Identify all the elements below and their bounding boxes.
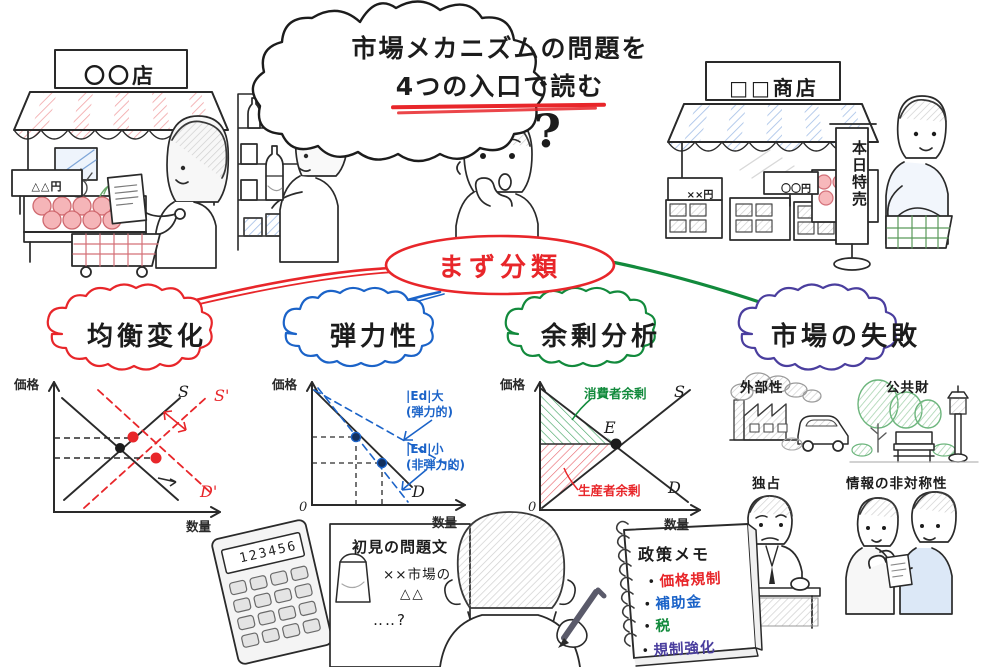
cloud-outline-market-failure (737, 283, 897, 371)
producer-surplus-label: 生産者余剰 (578, 483, 641, 498)
elastic-curve (313, 389, 461, 473)
problem-note-line-1: ××市場の (383, 567, 452, 583)
market-failure-label-info-asymmetry: 情報の非対称性 (846, 476, 948, 492)
market-failure-label-externality: 外部性 (740, 380, 784, 396)
right-shop-illustration (665, 61, 953, 271)
policy-memo-item-0: ・価格規制 (643, 570, 722, 592)
graph3-supply-label: S (674, 382, 685, 401)
left-shop-illustration (11, 49, 230, 278)
consumer-surplus-label: 消費者余剰 (584, 386, 647, 401)
title-line-2: 4つの入口で読む (395, 72, 605, 101)
cloud-outline-surplus (504, 286, 656, 368)
category-label-3: 市場の失敗 (770, 321, 921, 352)
student-back-illustration (439, 511, 607, 667)
factory-car-icon (729, 372, 849, 452)
equilibrium-point-E (610, 438, 622, 450)
graph2-annot-elastic-sub: (弾力的) (406, 405, 453, 420)
elasticity-graph-svg (306, 381, 466, 511)
category-label-2: 余剰分析 (540, 321, 661, 352)
graph3-origin-label: 0 (528, 500, 537, 515)
right-shop-banner: 本日特売 (850, 140, 868, 208)
right-shop-price-tag-1: ××円 (686, 190, 714, 201)
graph2-demand-label: D (412, 482, 425, 501)
policy-memo-item-2: ・税 (639, 618, 672, 636)
policy-memo-item-1: ・補助金 (639, 594, 703, 614)
park-bench-icon (849, 379, 979, 463)
left-shop-sign: 〇〇店 (84, 64, 156, 88)
problem-note-line-2: △△ (400, 586, 425, 602)
graph2-annotation-elastic: |Ed|大 (弾力的) (406, 388, 453, 420)
elasticity-point-1 (350, 431, 362, 443)
policy-memo-title: 政策メモ (638, 545, 711, 564)
policy-memo-illustration (615, 520, 763, 667)
problem-note-title: 初見の問題文 (352, 538, 449, 556)
problem-sheet-illustration (329, 523, 471, 667)
title-cloud: 市場メカニズムの問題を 4つの入口で読む (305, 4, 695, 139)
inelastic-curve (317, 387, 409, 503)
graph2-origin-label: 0 (299, 500, 308, 515)
graph2-annot-inelastic-main: |Ed|小 (406, 442, 444, 456)
graph1-y-axis-label: 価格 (14, 377, 40, 392)
center-node-label: まず分類 (437, 252, 562, 283)
category-market-failure[interactable]: 市場の失敗 (737, 303, 955, 365)
supply-shift-curve (83, 395, 209, 509)
graph2-annot-elastic-main: |Ed|大 (406, 389, 444, 403)
graph2-annotation-inelastic: |Ed|小 (非弾力的) (406, 441, 465, 473)
category-label-1: 弾力性 (329, 321, 420, 352)
category-label-0: 均衡変化 (86, 321, 207, 352)
graph1-demand-shift-label: D' (200, 482, 218, 501)
graph2-x-axis-label: 数量 (432, 515, 458, 530)
two-people-icon (845, 490, 957, 615)
graph3-x-axis-label: 数量 (664, 517, 690, 532)
graph1-supply-shift-label: S' (214, 386, 230, 405)
left-shop-price-sign: △△円 (31, 180, 63, 193)
problem-note-line-3: ‥‥? (373, 611, 407, 629)
equilibrium-point-red-2 (150, 452, 162, 464)
policy-memo-item-0-label: 価格規制 (659, 570, 722, 591)
title-line-1: 市場メカニズムの問題を (351, 34, 649, 63)
graph3-demand-label: D (668, 478, 681, 497)
surplus-graph-svg (534, 381, 701, 516)
cloud-outline-elasticity (282, 286, 434, 368)
equilibrium-shift-graph-svg (48, 381, 221, 518)
category-elasticity[interactable]: 弾力性 (283, 303, 467, 365)
graph3-equilibrium-label: E (604, 418, 616, 437)
graph1-x-axis-label: 数量 (186, 519, 212, 534)
graph3-y-axis-label: 価格 (500, 377, 526, 392)
right-shop-price-tag-2: 〇〇円 (781, 184, 811, 195)
category-surplus-analysis[interactable]: 余剰分析 (505, 303, 697, 365)
policy-memo-item-3-label: 規制強化 (653, 639, 716, 660)
policy-memo-item-2-label: 税 (655, 618, 672, 635)
cloud-outline-equilibrium (46, 283, 213, 371)
graph2-annot-inelastic-sub: (非弾力的) (406, 458, 465, 473)
policy-memo-item-3: ・規制強化 (637, 639, 716, 661)
equilibrium-point-red-1 (127, 431, 139, 443)
question-mark-icon: ? (534, 104, 561, 158)
equilibrium-point-original (115, 443, 125, 453)
calculator-illustration (211, 519, 333, 665)
right-shop-sign: □□商店 (729, 76, 819, 100)
policy-memo-item-1-label: 補助金 (655, 594, 703, 613)
center-ellipse-outline (384, 234, 616, 296)
graph1-supply-label: S (178, 382, 189, 401)
elasticity-point-2 (376, 457, 388, 469)
graph2-y-axis-label: 価格 (272, 377, 298, 392)
market-failure-label-monopoly: 独占 (752, 476, 781, 492)
title-cloud-outline (251, 0, 546, 163)
center-node[interactable]: まず分類 (386, 236, 614, 294)
category-equilibrium-change[interactable]: 均衡変化 (44, 303, 250, 365)
market-failure-label-public-goods: 公共財 (886, 380, 930, 396)
demand-shift-curve (97, 389, 213, 495)
